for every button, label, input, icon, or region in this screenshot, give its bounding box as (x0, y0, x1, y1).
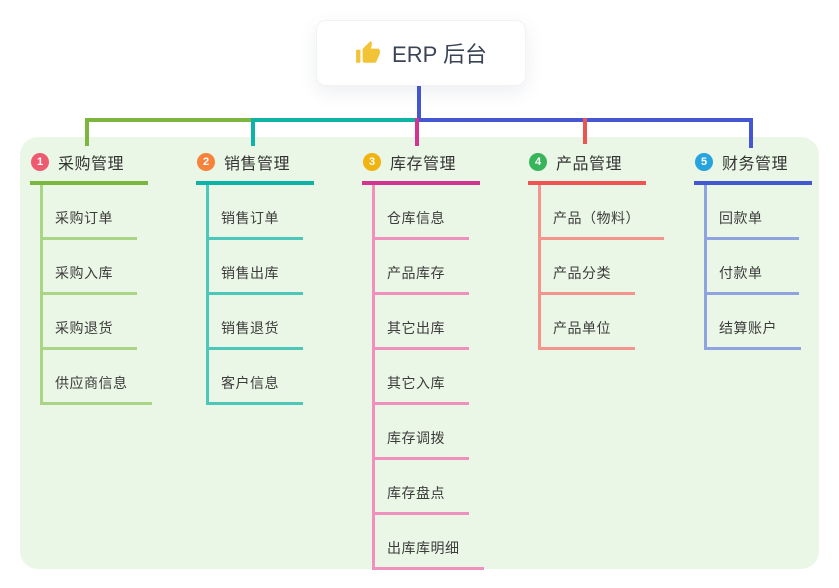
node-label: 产品分类 (553, 265, 611, 281)
branch-sales: 2 销售管理 销售订单 销售出库 销售退货 客户信息 (196, 150, 314, 405)
node-stock-transfer[interactable]: 库存调拨 (372, 405, 469, 460)
branch-number-badge: 1 (31, 153, 49, 171)
branch-label: 财务管理 (722, 156, 789, 173)
branch-children: 销售订单 销售出库 销售退货 客户信息 (196, 185, 314, 405)
branch-children: 仓库信息 产品库存 其它出库 其它入库 库存调拨 库存盘点 出库库明细 (362, 185, 484, 570)
node-label: 采购退货 (55, 320, 113, 336)
node-label: 库存盘点 (387, 485, 445, 501)
node-purchase-return[interactable]: 采购退货 (40, 295, 137, 350)
node-label: 仓库信息 (387, 210, 445, 226)
node-label: 销售退货 (221, 320, 279, 336)
branch-product: 4 产品管理 产品（物料） 产品分类 产品单位 (528, 150, 664, 350)
node-label: 销售出库 (221, 265, 279, 281)
connector-drop-purchase (85, 118, 89, 146)
node-purchase-order[interactable]: 采购订单 (40, 185, 137, 240)
thumbs-up-icon (356, 41, 380, 63)
node-label: 产品库存 (387, 265, 445, 281)
branch-number-badge: 4 (529, 153, 547, 171)
branch-child-connector-line (206, 185, 209, 405)
node-sales-return[interactable]: 销售退货 (206, 295, 303, 350)
node-label: 产品单位 (553, 320, 611, 336)
node-label: 其它入库 (387, 375, 445, 391)
connector-drop-product (583, 118, 587, 144)
node-product-stock[interactable]: 产品库存 (372, 240, 469, 295)
connector-drop-finance (749, 118, 753, 148)
connector-drop-sales (251, 118, 255, 146)
branch-header-sales[interactable]: 2 销售管理 (196, 150, 314, 185)
node-customer-info[interactable]: 客户信息 (206, 350, 303, 405)
node-payment-bill[interactable]: 付款单 (704, 240, 799, 295)
branch-purchase: 1 采购管理 采购订单 采购入库 采购退货 供应商信息 (30, 150, 152, 405)
branch-inventory: 3 库存管理 仓库信息 产品库存 其它出库 其它入库 库存调拨 库存盘点 出库库… (362, 150, 484, 570)
node-warehouse-info[interactable]: 仓库信息 (372, 185, 469, 240)
node-stock-count[interactable]: 库存盘点 (372, 460, 469, 515)
branch-label: 库存管理 (390, 156, 457, 173)
node-label: 回款单 (719, 210, 763, 226)
branch-header-inventory[interactable]: 3 库存管理 (362, 150, 480, 185)
node-sales-outbound[interactable]: 销售出库 (206, 240, 303, 295)
node-supplier-info[interactable]: 供应商信息 (40, 350, 152, 405)
node-other-inbound[interactable]: 其它入库 (372, 350, 469, 405)
branch-child-connector-line (40, 185, 43, 405)
branch-label: 产品管理 (556, 156, 623, 173)
node-label: 其它出库 (387, 320, 445, 336)
node-label: 付款单 (719, 265, 763, 281)
node-label: 销售订单 (221, 210, 279, 226)
root-connector-line (417, 83, 421, 120)
branch-child-connector-line (372, 185, 375, 570)
node-label: 结算账户 (719, 320, 777, 336)
node-label: 采购订单 (55, 210, 113, 226)
branch-finance: 5 财务管理 回款单 付款单 结算账户 (694, 150, 812, 350)
node-other-outbound[interactable]: 其它出库 (372, 295, 469, 350)
node-outbound-detail[interactable]: 出库库明细 (372, 515, 484, 570)
branch-label: 采购管理 (58, 156, 125, 173)
branch-header-finance[interactable]: 5 财务管理 (694, 150, 812, 185)
branch-header-product[interactable]: 4 产品管理 (528, 150, 646, 185)
branch-children: 回款单 付款单 结算账户 (694, 185, 812, 350)
node-receipt-bill[interactable]: 回款单 (704, 185, 799, 240)
node-label: 客户信息 (221, 375, 279, 391)
branch-number-badge: 5 (695, 153, 713, 171)
node-product-unit[interactable]: 产品单位 (538, 295, 635, 350)
branch-child-connector-line (704, 185, 707, 350)
branch-children: 采购订单 采购入库 采购退货 供应商信息 (30, 185, 152, 405)
root-node[interactable]: ERP 后台 (316, 20, 526, 86)
branch-header-purchase[interactable]: 1 采购管理 (30, 150, 148, 185)
connector-drop-inventory (415, 118, 419, 146)
node-settlement-account[interactable]: 结算账户 (704, 295, 801, 350)
node-label: 库存调拨 (387, 430, 445, 446)
node-label: 供应商信息 (55, 375, 128, 391)
root-node-label: ERP 后台 (392, 42, 487, 67)
node-label: 产品（物料） (553, 210, 640, 226)
node-product-category[interactable]: 产品分类 (538, 240, 635, 295)
branch-number-badge: 3 (363, 153, 381, 171)
branch-number-badge: 2 (197, 153, 215, 171)
branches-background-panel (20, 137, 819, 569)
node-sales-order[interactable]: 销售订单 (206, 185, 303, 240)
branch-label: 销售管理 (224, 156, 291, 173)
branch-children: 产品（物料） 产品分类 产品单位 (528, 185, 664, 350)
node-label: 出库库明细 (387, 540, 460, 556)
connector-segment-purchase (86, 118, 254, 122)
node-purchase-inbound[interactable]: 采购入库 (40, 240, 137, 295)
branch-child-connector-line (538, 185, 541, 350)
connector-segment-sales (251, 118, 418, 122)
node-product-material[interactable]: 产品（物料） (538, 185, 664, 240)
node-label: 采购入库 (55, 265, 113, 281)
